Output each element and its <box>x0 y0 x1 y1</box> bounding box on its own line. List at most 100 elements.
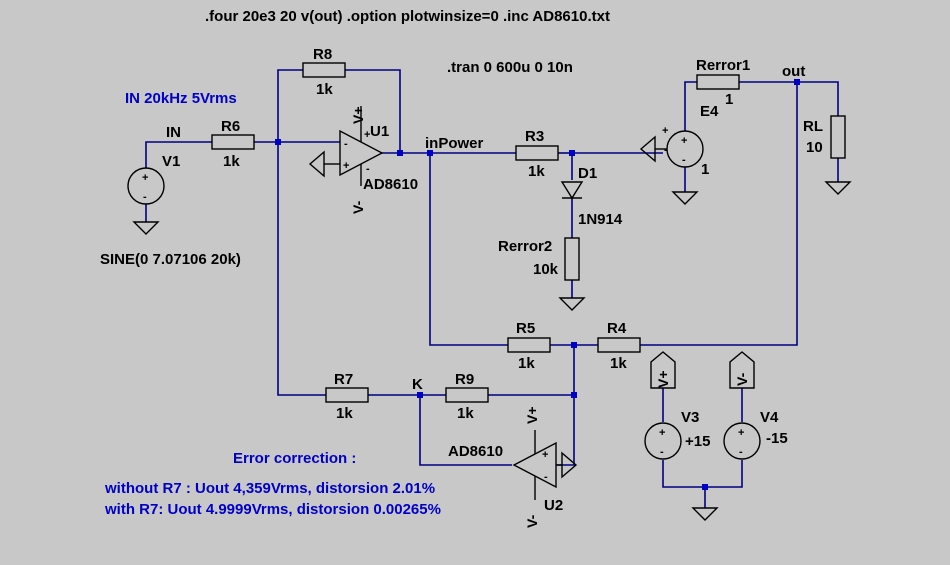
v4-value: -15 <box>766 430 788 447</box>
r4-value: 1k <box>610 355 627 372</box>
r6-value: 1k <box>223 153 240 170</box>
r5-name: R5 <box>516 320 535 337</box>
note-without-r7: without R7 : Uout 4,359Vrms, distorsion … <box>104 480 435 497</box>
e4-value: 1 <box>701 161 709 178</box>
resistor-r6[interactable] <box>211 134 255 150</box>
v3-minus-sign: - <box>660 446 664 458</box>
u1-minus-sign: - <box>344 138 348 150</box>
resistor-r9[interactable] <box>445 387 489 403</box>
r4-name: R4 <box>607 320 627 337</box>
u2-plus-sign: + <box>542 449 548 461</box>
note-error-title: Error correction : <box>233 450 356 467</box>
note-with-r7: with R7: Uout 4.9999Vrms, distorsion 0.0… <box>104 501 441 518</box>
rl-value: 10 <box>806 139 823 156</box>
junction-out <box>794 79 800 85</box>
resistor-rerror2[interactable] <box>564 237 580 281</box>
r9-name: R9 <box>455 371 474 388</box>
net-label-in: IN <box>166 124 181 141</box>
spice-directive-four: .four 20e3 20 v(out) .option plotwinsize… <box>205 8 610 25</box>
v1-name: V1 <box>162 153 180 170</box>
net-label-k: K <box>412 376 423 393</box>
e4-control-plus: + <box>662 125 668 137</box>
v4-flag-label: V- <box>734 372 750 386</box>
r6-name: R6 <box>221 118 240 135</box>
ground-e4 <box>671 191 699 205</box>
spice-directive-tran: .tran 0 600u 0 10n <box>447 59 573 76</box>
r3-value: 1k <box>528 163 545 180</box>
u1-vminus-sign: - <box>366 163 370 175</box>
resistor-r8[interactable] <box>302 62 346 78</box>
r9-value: 1k <box>457 405 474 422</box>
junction-u1-out <box>397 150 403 156</box>
r8-name: R8 <box>313 46 332 63</box>
junction-inpower <box>427 150 433 156</box>
e4-control-minus: - <box>664 144 668 156</box>
ground-rerror2 <box>558 297 586 311</box>
v1-minus-sign: - <box>143 191 147 203</box>
resistor-rl[interactable] <box>830 115 846 159</box>
resistor-r5[interactable] <box>507 337 551 353</box>
u2-vminus-label: V- <box>524 514 540 528</box>
ground-v1 <box>132 221 160 235</box>
u2-model: AD8610 <box>448 443 503 460</box>
rl-name: RL <box>803 118 823 135</box>
resistor-rerror1[interactable] <box>696 74 740 90</box>
v1-plus-sign: + <box>142 172 148 184</box>
junction-r5-r4 <box>571 342 577 348</box>
junction-r9-u2 <box>571 392 577 398</box>
rerror1-name: Rerror1 <box>696 57 750 74</box>
junction-r3-d1 <box>569 150 575 156</box>
v4-minus-sign: - <box>739 446 743 458</box>
r8-value: 1k <box>316 81 333 98</box>
rerror2-value: 10k <box>533 261 559 278</box>
u1-model: AD8610 <box>363 176 418 193</box>
e4-plus-sign: + <box>681 135 687 147</box>
v3-value: +15 <box>685 433 710 450</box>
junction-node-a <box>275 139 281 145</box>
rerror1-value: 1 <box>725 91 733 108</box>
wires <box>145 69 839 508</box>
u1-vplus-sign: + <box>364 129 370 141</box>
resistor-r3[interactable] <box>515 145 559 161</box>
ground-supply <box>691 507 719 521</box>
opamp-u2[interactable]: + - <box>512 430 578 500</box>
source-v1[interactable]: + - <box>127 167 165 205</box>
u2-minus-sign: - <box>544 471 548 483</box>
source-e4[interactable]: + - - + <box>639 125 704 168</box>
junction-k <box>417 392 423 398</box>
d1-name: D1 <box>578 165 597 182</box>
u1-name: U1 <box>370 123 389 140</box>
source-v4[interactable]: + - <box>723 422 761 460</box>
r7-value: 1k <box>336 405 353 422</box>
v1-value: SINE(0 7.07106 20k) <box>100 251 241 268</box>
v4-name: V4 <box>760 409 779 426</box>
v3-name: V3 <box>681 409 699 426</box>
u2-vplus-label: V+ <box>524 406 540 424</box>
net-label-inpower: inPower <box>425 135 484 152</box>
r5-value: 1k <box>518 355 535 372</box>
flag-vplus-v3 <box>650 351 676 389</box>
note-input: IN 20kHz 5Vrms <box>125 90 237 107</box>
opamp-u1[interactable]: - + + - <box>308 106 384 186</box>
r3-name: R3 <box>525 128 544 145</box>
junctions <box>275 79 800 490</box>
net-label-out: out <box>782 63 805 80</box>
u1-plus-sign: + <box>343 160 349 172</box>
ground-rl <box>824 181 852 195</box>
d1-model: 1N914 <box>578 211 623 228</box>
flag-vminus-v4 <box>729 351 755 389</box>
u1-vminus-label: V- <box>350 200 366 214</box>
rerror2-name: Rerror2 <box>498 238 552 255</box>
e4-name: E4 <box>700 103 719 120</box>
r7-name: R7 <box>334 371 353 388</box>
source-v3[interactable]: + - <box>644 422 682 460</box>
u2-name: U2 <box>544 497 563 514</box>
v4-plus-sign: + <box>738 427 744 439</box>
junction-supply-gnd <box>702 484 708 490</box>
v3-plus-sign: + <box>659 427 665 439</box>
resistor-r7[interactable] <box>325 387 369 403</box>
v3-flag-label: V+ <box>655 370 671 388</box>
resistor-r4[interactable] <box>597 337 641 353</box>
diode-d1[interactable] <box>560 181 584 200</box>
